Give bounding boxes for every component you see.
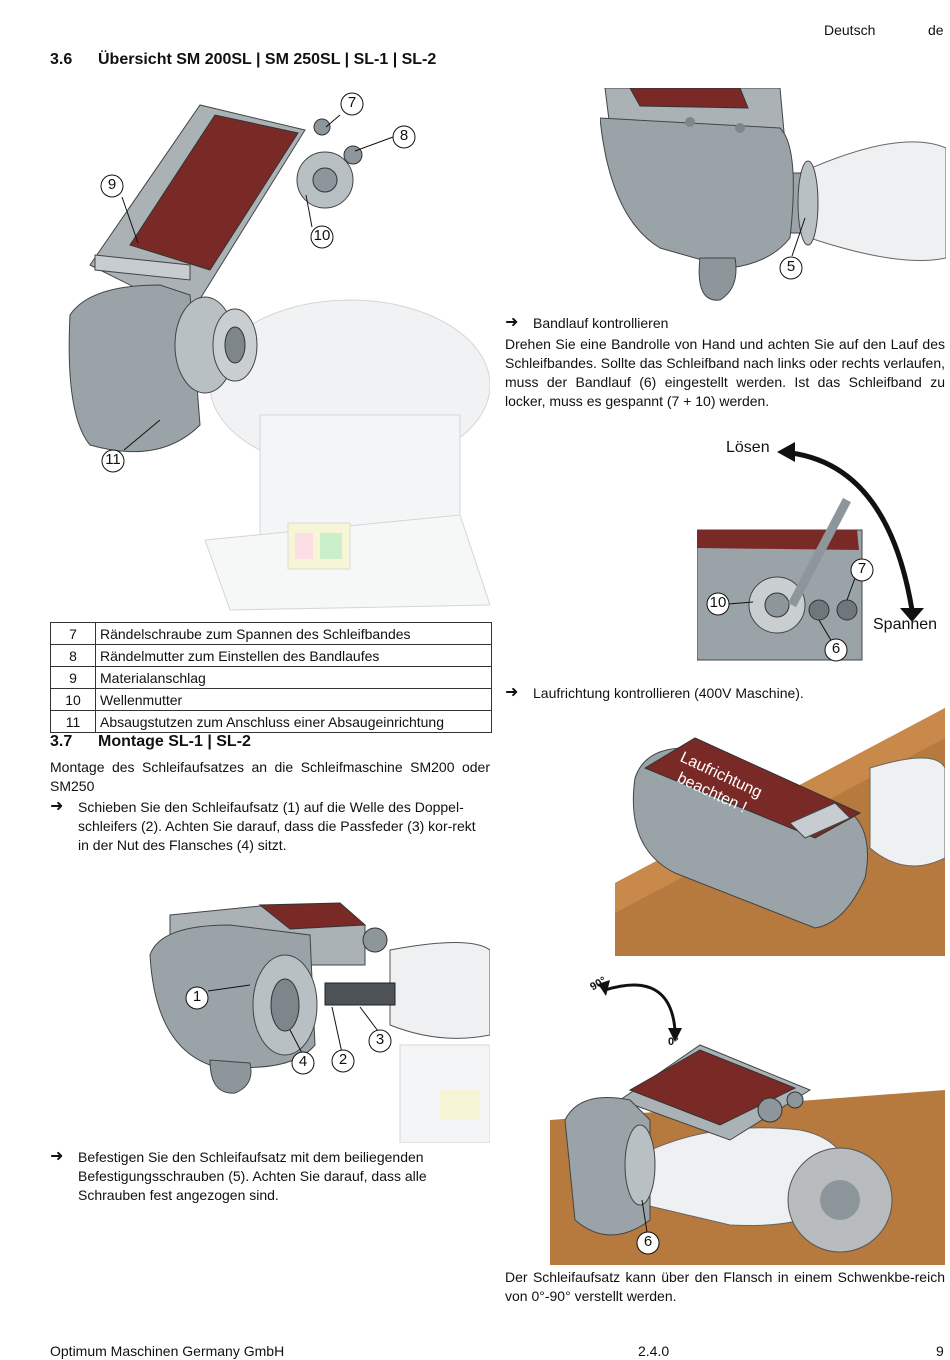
footer-page: 9 (936, 1343, 944, 1359)
header-lang-code: de (928, 22, 944, 38)
belt-arm (89, 104, 363, 316)
bandlauf-heading: Bandlauf kontrollieren (533, 315, 669, 331)
housing (68, 284, 258, 453)
swivel-text: Der Schleifaufsatz kann über den Flansch… (505, 1269, 945, 1304)
screw-figure: 5 (600, 88, 946, 310)
part-number: 9 (50, 666, 96, 689)
angle-0-label: 0° (668, 1036, 679, 1048)
shaft (324, 982, 396, 1006)
attachment-housing (600, 117, 794, 269)
part-description: Absaugstutzen zum Anschluss einer Absaug… (95, 710, 492, 733)
callout-6: 6 (831, 640, 841, 657)
callout-11: 11 (105, 451, 121, 468)
tension-figure: 7 10 6 (697, 440, 947, 680)
callout-2: 2 (338, 1051, 348, 1068)
callout-10: 10 (709, 594, 727, 611)
step-2-text: Befestigen Sie den Schleifaufsatz mit de… (78, 1149, 427, 1203)
arrow-right-icon: ➜ (505, 684, 519, 701)
part-description: Wellenmutter (95, 688, 492, 711)
step-1: ➜ Schieben Sie den Schleifaufsatz (1) au… (50, 798, 490, 855)
mounting-figure: 1 2 3 4 (140, 895, 490, 1143)
callout-9: 9 (107, 176, 117, 193)
part-description: Rändelschraube zum Spannen des Schleifba… (95, 622, 492, 645)
callout-1: 1 (192, 988, 202, 1005)
part-description: Rändelmutter zum Einstellen des Bandlauf… (95, 644, 492, 667)
part-description: Materialanschlag (95, 666, 492, 689)
rotation-arrow-icon (781, 449, 915, 611)
laufrichtung-heading: Laufrichtung kontrollieren (400V Maschin… (533, 685, 804, 701)
swivel-arrow-icon (604, 983, 677, 1031)
section-37-title: Montage SL-1 | SL-2 (98, 733, 251, 750)
laufrichtung-step: ➜ Laufrichtung kontrollieren (400V Masch… (505, 684, 945, 703)
grinder-body (389, 942, 490, 1039)
callout-5: 5 (786, 258, 796, 275)
attachment-housing (564, 1097, 651, 1236)
section-36-heading: 3.6 Übersicht SM 200SL | SM 250SL | SL-1 … (50, 51, 436, 69)
header-language: Deutsch (824, 22, 876, 38)
part-number: 10 (50, 688, 96, 711)
part-number: 11 (50, 710, 96, 733)
bandlauf-step: ➜ Bandlauf kontrollieren (505, 314, 945, 333)
arrow-right-icon: ➜ (50, 798, 64, 815)
section-37-number: 3.7 (50, 733, 73, 750)
laufrichtung-figure: Laufrichtung beachten ! (615, 708, 945, 956)
footer-version: 2.4.0 (638, 1343, 670, 1359)
bandlauf-text: Drehen Sie eine Bandrolle von Hand und a… (505, 336, 945, 409)
arrow-right-icon: ➜ (505, 314, 519, 331)
step-2: ➜ Befestigen Sie den Schleifaufsatz mit … (50, 1148, 470, 1205)
arrow-right-icon: ➜ (50, 1148, 64, 1165)
callout-7: 7 (347, 94, 357, 111)
part-number: 7 (50, 622, 96, 645)
callout-7: 7 (857, 560, 867, 577)
ghost-machine (204, 299, 490, 611)
step-1-text: Schieben Sie den Schleifaufsatz (1) auf … (78, 799, 476, 853)
footer-company: Optimum Maschinen Germany GmbH (50, 1343, 285, 1359)
section-36-title: Übersicht SM 200SL | SM 250SL | SL-1 | S… (98, 51, 437, 68)
callout-10: 10 (313, 227, 331, 244)
section-36-number: 3.6 (50, 51, 73, 68)
swivel-figure: 90° 0° 6 (550, 970, 945, 1265)
callout-8: 8 (399, 127, 409, 144)
spannen-label: Spannen (873, 616, 938, 633)
section-37-intro: Montage des Schleifaufsatzes an die Schl… (50, 759, 490, 794)
part-number: 8 (50, 644, 96, 667)
overview-figure: 7 8 9 10 11 (50, 85, 490, 615)
attachment-housing (632, 747, 868, 929)
grinder-cone (799, 141, 946, 261)
ghost-base (399, 1044, 490, 1143)
callout-6: 6 (643, 1233, 653, 1250)
belt (643, 737, 862, 839)
callout-3: 3 (375, 1031, 385, 1048)
loesen-label: Lösen (726, 439, 770, 456)
section-37-heading: 3.7 Montage SL-1 | SL-2 (50, 733, 251, 751)
callout-4: 4 (298, 1053, 308, 1070)
